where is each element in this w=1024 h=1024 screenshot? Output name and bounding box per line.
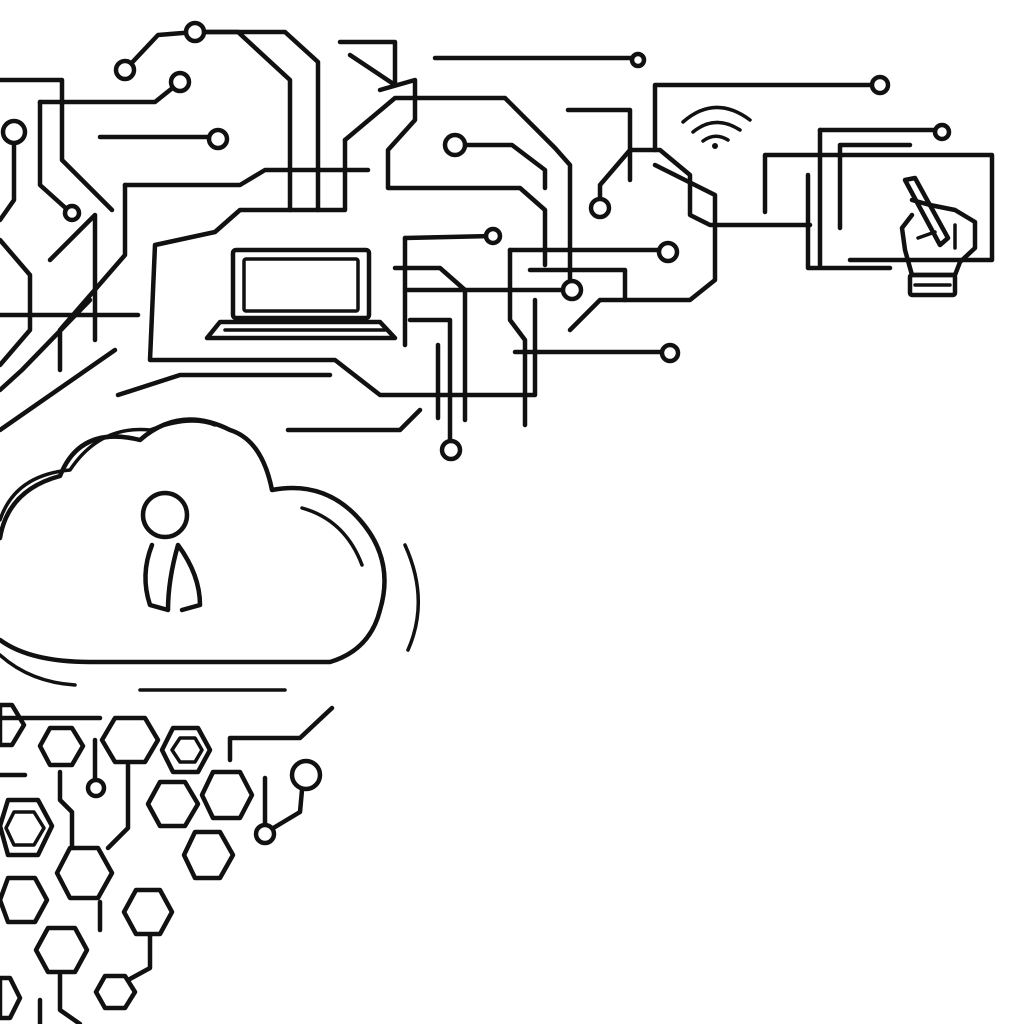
node (659, 342, 681, 364)
node (85, 777, 107, 799)
node (253, 822, 277, 846)
hexagon-inner (170, 736, 204, 764)
hexagon-inner (4, 810, 46, 847)
circuit-traces (0, 29, 995, 453)
hexagon (54, 845, 115, 901)
user-body (143, 542, 203, 613)
wifi-arc-inner (701, 134, 730, 143)
hexagon (93, 973, 138, 1011)
node (869, 74, 891, 96)
trace (377, 77, 548, 268)
trace (507, 247, 528, 428)
trace (122, 167, 371, 188)
trace (392, 265, 468, 423)
trace (0, 142, 17, 223)
node (629, 51, 647, 69)
hand-cuff (907, 272, 958, 298)
trace (47, 212, 98, 343)
trace (805, 172, 893, 271)
trace (0, 297, 93, 393)
trace (227, 705, 335, 763)
trace (125, 933, 153, 983)
node (183, 20, 207, 44)
trace (37, 99, 73, 215)
node (289, 758, 323, 792)
trace (837, 142, 913, 231)
trace (337, 39, 398, 88)
trace (452, 142, 548, 191)
cloud-bottom-trail (0, 653, 77, 687)
trace (285, 407, 423, 433)
trace (407, 317, 453, 453)
trace (57, 182, 128, 373)
trace (0, 347, 118, 433)
node (483, 226, 503, 246)
node (588, 196, 612, 220)
hexagon (159, 725, 213, 775)
circuit-nodes (0, 20, 952, 462)
cloud-outline-outer (0, 417, 387, 665)
trace (262, 787, 305, 836)
hexagon (0, 975, 23, 1021)
node (62, 203, 82, 223)
node (442, 132, 468, 158)
hexagon (199, 769, 255, 821)
hexagon-network-icon (0, 702, 335, 1024)
trace (652, 82, 883, 153)
trace (402, 233, 495, 241)
cloud-icon (0, 417, 421, 692)
hexagon (99, 715, 161, 765)
wifi-arc-middle (691, 120, 742, 134)
trace (527, 267, 628, 303)
node (0, 118, 28, 146)
hexagon (33, 925, 90, 975)
trace (342, 95, 573, 293)
hand-stylus-icon (899, 175, 978, 298)
node (656, 240, 680, 264)
node (439, 438, 463, 462)
laptop-icon (204, 247, 398, 341)
node (560, 278, 584, 302)
node (168, 70, 192, 94)
cloud-outline-inner (0, 419, 217, 522)
hand-outline (899, 197, 978, 278)
trace (762, 152, 995, 263)
trace (565, 107, 633, 183)
node (206, 127, 230, 151)
hexagon (0, 702, 27, 748)
laptop-screen-inner (242, 257, 360, 313)
user-icon (140, 490, 203, 613)
hexagon (37, 725, 86, 768)
trace (567, 162, 718, 333)
cloud-echo-arc (403, 543, 421, 652)
hexagon (0, 875, 50, 925)
trace (597, 147, 813, 228)
trace (105, 762, 131, 851)
trace (57, 769, 75, 851)
node (113, 58, 137, 82)
wifi-arc-outer (681, 105, 752, 124)
user-head (140, 490, 190, 540)
node (932, 122, 952, 142)
hexagon (0, 797, 55, 858)
laptop-screen-outer (230, 247, 372, 321)
laptop-base (204, 319, 398, 341)
trace (0, 237, 33, 368)
trace (192, 29, 321, 213)
wifi-dot (712, 143, 718, 149)
stylus (902, 175, 951, 248)
wifi-icon (681, 105, 752, 149)
trace (115, 372, 333, 398)
trace (0, 77, 115, 213)
hexagon (145, 779, 201, 829)
cloud-inner-arc (300, 506, 364, 567)
trace (57, 972, 83, 1024)
trace (147, 137, 538, 398)
hexagon (181, 829, 236, 881)
hand-finger-line (916, 230, 937, 240)
hexagon (121, 887, 175, 937)
